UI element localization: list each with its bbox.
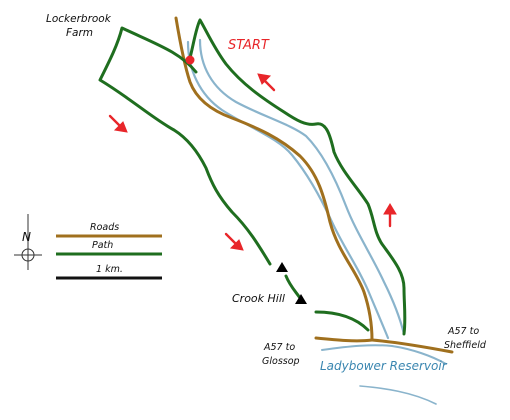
triangle-icon <box>276 262 288 272</box>
north-compass-icon <box>14 214 42 270</box>
reservoir-shore <box>359 385 437 405</box>
legend-path-label: Path <box>92 240 113 251</box>
path-east-loop <box>188 18 407 336</box>
arrow-southeast-2 <box>224 232 244 251</box>
river <box>186 38 406 340</box>
legend-scale-label: 1 km. <box>96 264 123 275</box>
a57-glossop-line1: A57 to <box>263 342 295 353</box>
a57-glossop-line2: Glossop <box>262 356 300 367</box>
north-label: N <box>22 230 31 244</box>
path-crook-hill <box>284 274 370 332</box>
start-label: START <box>228 38 270 53</box>
red-dot-icon <box>185 55 195 65</box>
red-arrow-icon <box>108 73 397 251</box>
a57-sheffield-line1: A57 to <box>447 326 479 337</box>
farm-label-line1: Lockerbrook <box>46 13 112 25</box>
reservoir-label: Ladybower Reservoir <box>320 359 448 373</box>
triangle-icon <box>295 294 307 304</box>
river-west-bank <box>186 40 390 340</box>
arrow-north <box>383 203 397 228</box>
road-a57-east <box>370 338 454 354</box>
roads <box>174 16 454 354</box>
farm-label-line2: Farm <box>66 27 93 39</box>
legend-roads-label: Roads <box>90 222 119 233</box>
reservoir-water <box>321 344 447 365</box>
crook-hill-label: Crook Hill <box>232 292 285 305</box>
paths <box>98 18 407 336</box>
arrow-southeast-1 <box>108 114 128 133</box>
river-east-bank <box>198 38 406 336</box>
road-valley <box>174 16 374 342</box>
road-a57-west <box>314 336 374 343</box>
arrow-northwest <box>257 73 276 92</box>
path-west-loop <box>98 26 272 266</box>
a57-sheffield-line2: Sheffield <box>444 340 487 351</box>
map-legend: N Roads Path 1 km. <box>14 214 162 280</box>
